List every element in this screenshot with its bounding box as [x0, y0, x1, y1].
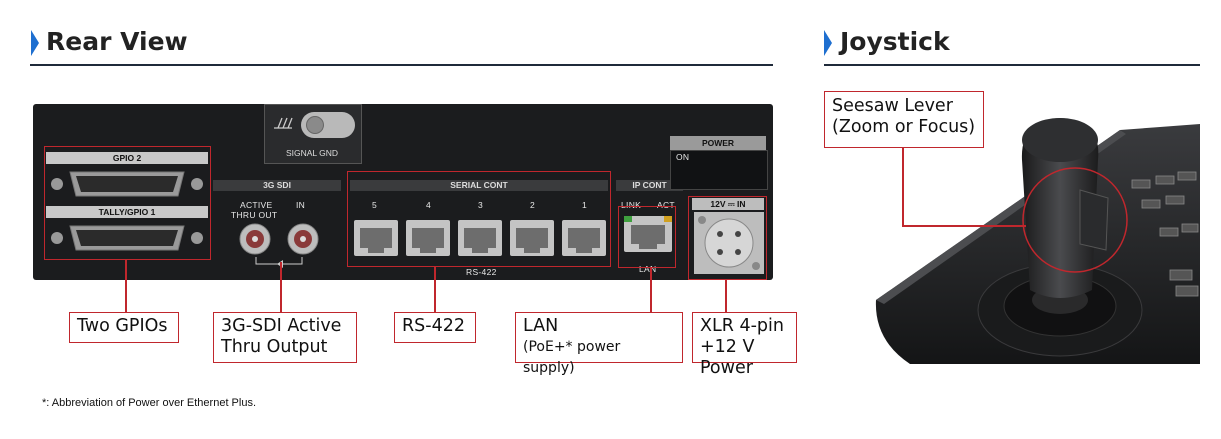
sdi-leader-line — [280, 262, 282, 312]
serial-port-5-rj45-icon — [354, 220, 398, 256]
serial-port-3-rj45-icon — [458, 220, 502, 256]
sdi-thru-arrow-icon — [254, 256, 304, 268]
rear-view-divider — [30, 64, 773, 66]
xlr-highlight — [688, 196, 767, 280]
serial-port-2-rj45-icon — [510, 220, 554, 256]
seesaw-leader-vertical — [902, 148, 904, 226]
sdi-in-label: IN — [296, 200, 306, 210]
gpio2-label: GPIO 2 — [46, 152, 208, 164]
power-on-label: ON — [676, 152, 690, 162]
seesaw-callout-line2: (Zoom or Focus) — [832, 117, 976, 137]
lan-rj45-icon — [624, 216, 672, 252]
sdi-thru-out-bnc-icon — [239, 223, 271, 255]
gpio-callout-text: Two GPIOs — [77, 316, 168, 336]
joystick-divider — [824, 64, 1200, 66]
gpio-leader-line — [125, 260, 127, 312]
sdi-thru-out-label: THRU OUT — [231, 210, 278, 220]
lan-callout-line2: (PoE+* power supply) — [523, 339, 621, 376]
serial-port-4-rj45-icon — [406, 220, 450, 256]
ip-cont-header: IP CONT — [616, 180, 683, 191]
section-marker-icon — [31, 30, 39, 56]
serial-header: SERIAL CONT — [350, 180, 608, 191]
sdi-callout-line1: 3G-SDI Active — [221, 316, 342, 336]
seesaw-callout: Seesaw Lever (Zoom or Focus) — [824, 91, 984, 148]
joystick-image — [870, 100, 1200, 364]
sdi-active-label: ACTIVE — [240, 200, 273, 210]
gpio2-connector — [48, 168, 206, 200]
ground-screw-icon — [306, 116, 324, 134]
joystick-title: Joystick — [840, 27, 950, 56]
gpio-highlight — [44, 146, 211, 260]
serial-port-5-label: 5 — [372, 200, 378, 210]
sdi-header: 3G SDI — [213, 180, 341, 191]
seesaw-callout-line1: Seesaw Lever — [832, 96, 953, 116]
dc-in-header: 12V ⎓ IN — [692, 198, 764, 210]
xlr-callout: XLR 4-pin +12 V Power — [692, 312, 797, 378]
joystick-section-marker-icon — [824, 30, 832, 56]
sdi-in-bnc-icon — [287, 223, 319, 255]
ground-symbol-icon — [272, 116, 294, 132]
rs422-panel-label: RS-422 — [466, 267, 497, 277]
xlr-connector-icon — [694, 212, 764, 274]
serial-port-3-label: 3 — [478, 200, 484, 210]
sdi-callout-line2: Thru Output — [221, 337, 328, 357]
serial-highlight — [347, 171, 611, 267]
lan-panel-label: LAN — [639, 264, 657, 274]
xlr-leader-line — [725, 280, 727, 312]
signal-gnd-label: SIGNAL GND — [266, 148, 358, 161]
sdi-callout: 3G-SDI Active Thru Output — [213, 312, 357, 363]
lan-leader-line — [650, 268, 652, 312]
act-label: ACT — [657, 200, 675, 210]
rs422-callout-text: RS-422 — [402, 316, 465, 336]
rear-view-title: Rear View — [46, 27, 188, 56]
xlr-callout-line1: XLR 4-pin — [700, 316, 784, 336]
tally-gpio1-label: TALLY/GPIO 1 — [46, 206, 208, 218]
lan-callout: LAN (PoE+* power supply) — [515, 312, 683, 376]
serial-port-1-rj45-icon — [562, 220, 606, 256]
rs422-leader-line — [434, 267, 436, 312]
power-header: POWER — [670, 136, 766, 150]
seesaw-leader-horizontal — [902, 225, 1026, 227]
lan-highlight — [618, 206, 676, 268]
serial-port-4-label: 4 — [426, 200, 432, 210]
gpio-callout: Two GPIOs — [69, 312, 179, 343]
xlr-callout-line2: +12 V Power — [700, 337, 755, 378]
gpio1-connector — [48, 222, 206, 254]
serial-port-1-label: 1 — [582, 200, 588, 210]
rs422-callout: RS-422 — [394, 312, 476, 343]
serial-port-2-label: 2 — [530, 200, 536, 210]
link-label: LINK — [621, 200, 642, 210]
power-switch-plate — [670, 150, 768, 190]
lan-callout-line1: LAN — [523, 316, 559, 336]
footnote: *: Abbreviation of Power over Ethernet P… — [42, 397, 257, 409]
